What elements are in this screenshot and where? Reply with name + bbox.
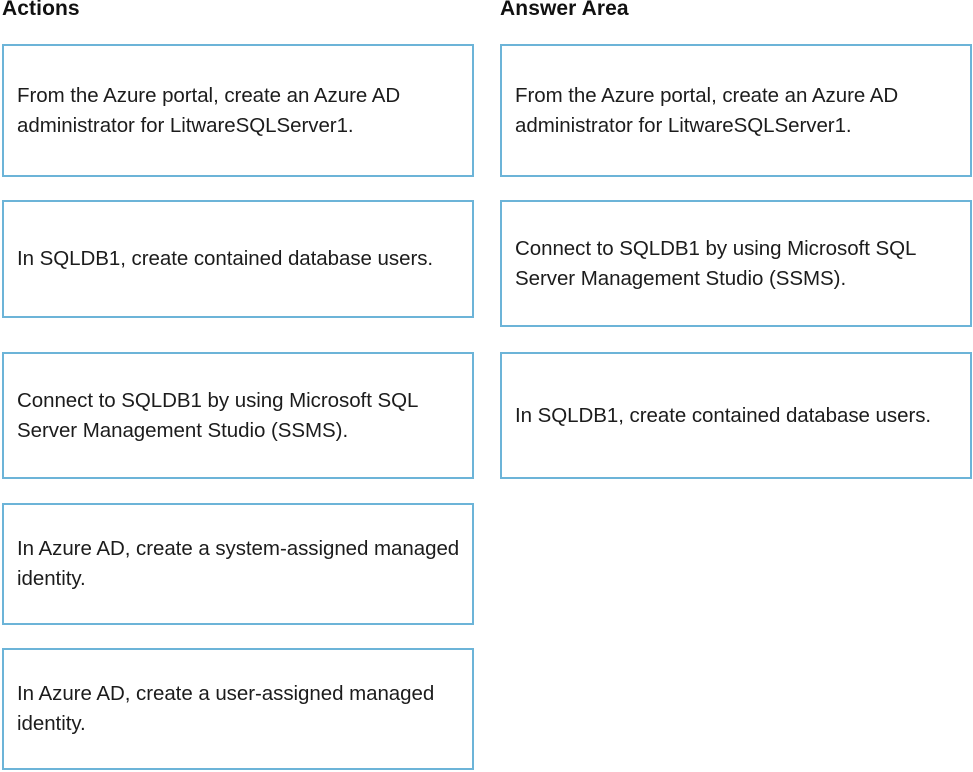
action-card-label: Connect to SQLDB1 by using Microsoft SQL… [17, 388, 418, 442]
answer-card-label: In SQLDB1, create contained database use… [515, 403, 932, 427]
action-card-label: From the Azure portal, create an Azure A… [17, 83, 401, 137]
actions-heading: Actions [2, 0, 80, 20]
answer-card-label: Connect to SQLDB1 by using Microsoft SQL… [515, 236, 916, 290]
action-card-contained-users[interactable]: In SQLDB1, create contained database use… [2, 200, 474, 318]
action-card-user-assigned-identity[interactable]: In Azure AD, create a user-assigned mana… [2, 648, 474, 770]
action-card-aad-admin[interactable]: From the Azure portal, create an Azure A… [2, 44, 474, 177]
action-card-label: In Azure AD, create a system-assigned ma… [17, 537, 460, 590]
answer-area-heading: Answer Area [500, 0, 629, 20]
action-card-system-assigned-identity[interactable]: In Azure AD, create a system-assigned ma… [2, 503, 474, 625]
answer-card-contained-users[interactable]: In SQLDB1, create contained database use… [500, 352, 972, 479]
action-card-connect-ssms[interactable]: Connect to SQLDB1 by using Microsoft SQL… [2, 352, 474, 479]
action-card-label: In Azure AD, create a user-assigned mana… [17, 682, 435, 735]
action-card-label: In SQLDB1, create contained database use… [17, 247, 434, 270]
answer-card-aad-admin[interactable]: From the Azure portal, create an Azure A… [500, 44, 972, 177]
answer-card-label: From the Azure portal, create an Azure A… [515, 83, 899, 137]
answer-card-connect-ssms[interactable]: Connect to SQLDB1 by using Microsoft SQL… [500, 200, 972, 327]
